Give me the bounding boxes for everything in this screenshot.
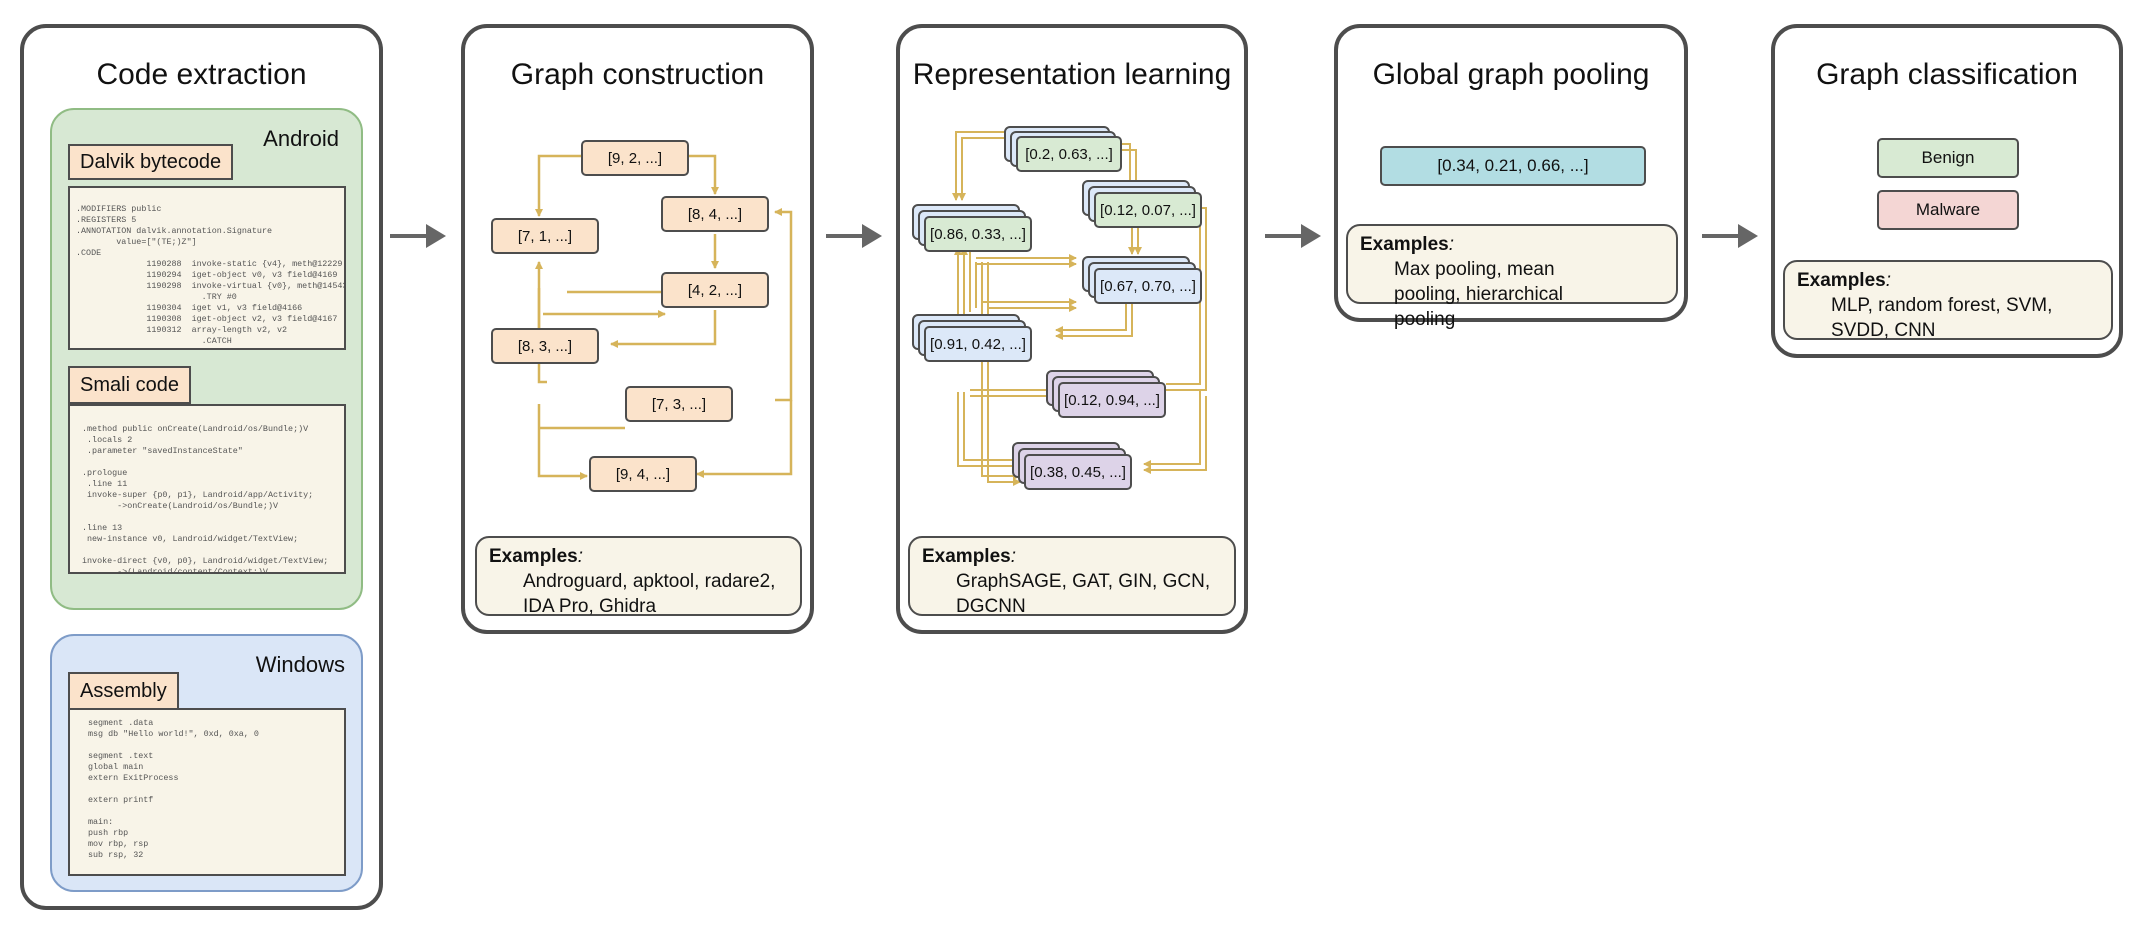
- smali-code-tag: Smali code: [68, 366, 191, 404]
- assembly-code-box: segment .data msg db "Hello world!", 0xd…: [68, 708, 346, 876]
- examples-colon: :: [1448, 234, 1455, 255]
- examples-label: Examples: [489, 546, 578, 567]
- gnn-node: [0.2, 0.63, ...]: [1016, 136, 1122, 172]
- cfg-edges-main: [696, 208, 793, 478]
- examples-label: Examples: [922, 546, 1011, 567]
- cfg-node: [9, 2, ...]: [581, 140, 689, 176]
- class-benign: Benign: [1877, 138, 2019, 178]
- panel-title: Graph construction: [510, 58, 765, 91]
- edge: [535, 154, 581, 217]
- examples-text: Max pooling, mean pooling, hierarchical …: [1394, 259, 1563, 330]
- edge: [774, 208, 793, 402]
- panel-graph-construction: Graph construction: [461, 24, 814, 634]
- panel-title: Graph classification: [1816, 58, 2078, 91]
- windows-label: Windows: [255, 652, 345, 677]
- panel-code-extraction: Code extraction Android .MODIFIERS publi…: [20, 24, 383, 910]
- examples-box: Examples: GraphSAGE, GAT, GIN, GCN, DGCN…: [908, 536, 1236, 617]
- gnn-node: [0.12, 0.07, ...]: [1094, 192, 1202, 228]
- gnn-node: [0.12, 0.94, ...]: [1058, 382, 1166, 418]
- edge: [696, 400, 793, 478]
- cfg-node: [7, 3, ...]: [625, 386, 733, 422]
- examples-box: Examples: Androguard, apktool, radare2, …: [475, 536, 802, 617]
- gnn-node: [0.38, 0.45, ...]: [1024, 454, 1132, 490]
- windows-section: Windows segment .data msg db "Hello worl…: [50, 634, 363, 892]
- cfg-node: [7, 1, ...]: [491, 218, 599, 254]
- examples-box: Examples: MLP, random forest, SVM, SVDD,…: [1783, 260, 2113, 341]
- examples-colon: :: [577, 546, 584, 567]
- examples-box: Examples: Max pooling, mean pooling, hie…: [1346, 224, 1678, 330]
- android-section: Android .MODIFIERS public .REGISTERS 5 .…: [50, 108, 363, 610]
- class-malware: Malware: [1877, 190, 2019, 230]
- pooled-vector: [0.34, 0.21, 0.66, ...]: [1380, 146, 1646, 186]
- smali-code-box: .method public onCreate(Landroid/os/Bund…: [68, 404, 346, 574]
- examples-text: MLP, random forest, SVM, SVDD, CNN: [1831, 295, 2053, 341]
- gnn-node: [0.91, 0.42, ...]: [924, 326, 1032, 362]
- assembly-tag: Assembly: [68, 672, 179, 710]
- panel-title: Code extraction: [96, 58, 307, 91]
- examples-label: Examples: [1360, 234, 1449, 255]
- panel-graph-classification: Graph classification Benign Malware Exam…: [1771, 24, 2123, 358]
- panel-title: Representation learning: [912, 58, 1232, 91]
- dalvik-bytecode-tag: Dalvik bytecode: [68, 144, 234, 180]
- gnn-node: [0.86, 0.33, ...]: [924, 216, 1032, 252]
- cfg-node: [8, 3, ...]: [491, 328, 599, 364]
- gnn-node: [0.67, 0.70, ...]: [1094, 268, 1202, 304]
- panel-representation-learning: Representation learning: [896, 24, 1248, 634]
- dalvik-code-box: .MODIFIERS public .REGISTERS 5 .ANNOTATI…: [68, 186, 346, 350]
- panel-title: Global graph pooling: [1372, 58, 1650, 91]
- edge: [610, 310, 717, 348]
- cfg-node: [4, 2, ...]: [661, 272, 769, 308]
- panel-global-graph-pooling: Global graph pooling [0.34, 0.21, 0.66, …: [1334, 24, 1688, 330]
- android-label: Android: [263, 126, 339, 151]
- examples-text: GraphSAGE, GAT, GIN, GCN, DGCNN: [956, 571, 1211, 617]
- examples-text: Androguard, apktool, radare2, IDA Pro, G…: [523, 571, 776, 617]
- cfg-node: [9, 4, ...]: [589, 456, 697, 492]
- examples-colon: :: [1885, 270, 1892, 291]
- cfg-node: [8, 4, ...]: [661, 196, 769, 232]
- examples-label: Examples: [1797, 270, 1886, 291]
- examples-colon: :: [1010, 546, 1017, 567]
